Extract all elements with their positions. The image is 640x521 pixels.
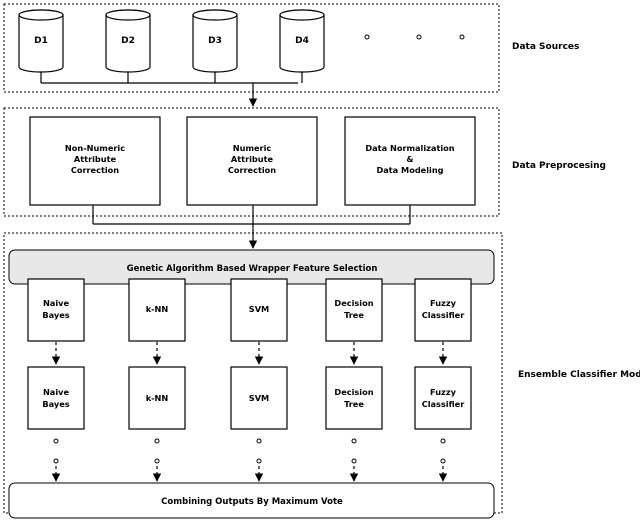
- preprocess-box-label: Non-Numeric: [65, 143, 125, 153]
- classifier-label: Naive: [43, 387, 70, 397]
- classifier-box: [325, 278, 383, 342]
- database-icon: D4: [279, 9, 325, 73]
- database-icon: D1: [18, 9, 64, 73]
- continuation-dot: [53, 458, 59, 464]
- classifier-label: Classifier: [422, 310, 466, 320]
- combine-label: Combining Outputs By Maximum Vote: [161, 497, 343, 507]
- database-label: D3: [208, 36, 222, 46]
- database-label: D2: [121, 36, 135, 46]
- classifier-label: k-NN: [146, 304, 169, 314]
- continuation-dot: [256, 458, 262, 464]
- preprocessing-container: [3, 107, 500, 217]
- more-sources-dot: [416, 34, 422, 40]
- more-sources-dot: [459, 34, 465, 40]
- preprocess-box-label: &: [406, 154, 413, 164]
- classifier-label: SVM: [249, 393, 269, 403]
- classifier-label: Bayes: [42, 399, 69, 409]
- preprocess-box-label: Numeric: [233, 143, 272, 153]
- classifier-label: Decision: [334, 387, 373, 397]
- classifier-box: [128, 278, 186, 342]
- continuation-dot: [154, 458, 160, 464]
- combine-bar: [8, 482, 495, 519]
- classifier-label: Tree: [344, 399, 364, 409]
- classifier-box: [325, 366, 383, 430]
- continuation-dot: [154, 438, 160, 444]
- preprocess-box: [344, 116, 476, 206]
- feature-selection-label: Genetic Algorithm Based Wrapper Feature …: [127, 264, 378, 274]
- continuation-dot: [256, 438, 262, 444]
- continuation-dot: [53, 438, 59, 444]
- continuation-dot: [440, 438, 446, 444]
- classifier-label: Fuzzy: [430, 387, 457, 397]
- preprocess-box-label: Attribute: [231, 154, 274, 164]
- more-sources-dot: [364, 34, 370, 40]
- classifier-label: Bayes: [42, 310, 69, 320]
- preprocess-box-label: Data Modeling: [376, 165, 443, 175]
- classifier-label: Fuzzy: [430, 298, 457, 308]
- classifier-box: [128, 366, 186, 430]
- classifier-label: Decision: [334, 298, 373, 308]
- database-icon: D2: [105, 9, 151, 73]
- database-label: D4: [295, 36, 309, 46]
- classifier-box: [27, 278, 85, 342]
- classifier-box: [414, 278, 472, 342]
- preprocess-box-label: Attribute: [74, 154, 117, 164]
- data-sources-container: [3, 3, 500, 93]
- database-icon: D3: [192, 9, 238, 73]
- preprocess-box-label: Correction: [228, 165, 276, 175]
- database-label: D1: [34, 36, 48, 46]
- continuation-dot: [440, 458, 446, 464]
- preprocess-box: [186, 116, 318, 206]
- classifier-box: [414, 366, 472, 430]
- section-label-data-sources: Data Sources: [512, 42, 579, 52]
- classifier-label: SVM: [249, 304, 269, 314]
- classifier-label: Classifier: [422, 399, 466, 409]
- classifier-label: Naive: [43, 298, 70, 308]
- classifier-box: [230, 278, 288, 342]
- preprocess-box: [29, 116, 161, 206]
- classifier-label: Tree: [344, 310, 364, 320]
- continuation-dot: [351, 438, 357, 444]
- preprocess-box-label: Data Normalization: [365, 143, 454, 153]
- section-label-ensemble: Ensemble Classifier Model: [518, 370, 640, 380]
- preprocess-box-label: Correction: [71, 165, 119, 175]
- section-label-preprocessing: Data Preprocesing: [512, 161, 606, 171]
- classifier-box: [27, 366, 85, 430]
- classifier-box: [230, 366, 288, 430]
- classifier-label: k-NN: [146, 393, 169, 403]
- continuation-dot: [351, 458, 357, 464]
